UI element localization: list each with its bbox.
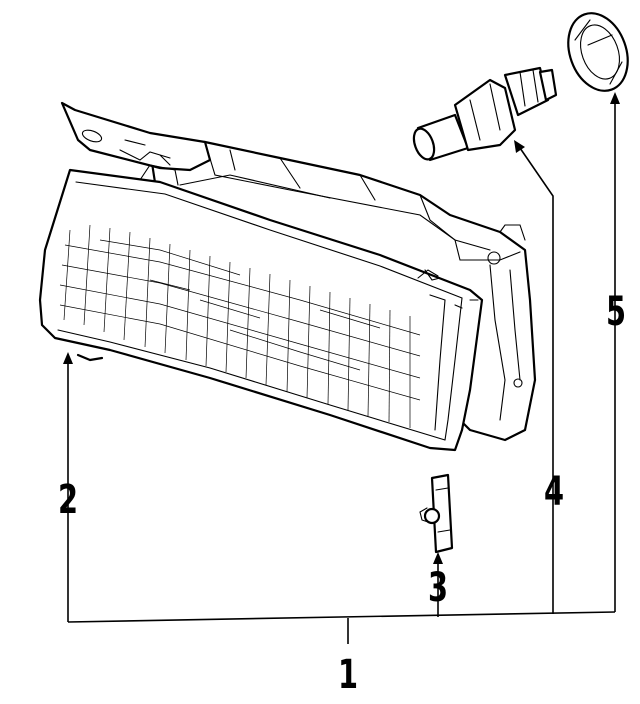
side-marker-bulb — [419, 473, 454, 554]
leader-lines — [63, 92, 620, 644]
headlamp-assembly — [38, 101, 537, 452]
headlamp-bulb — [412, 66, 558, 162]
bulb-socket-ring — [567, 12, 629, 92]
callout-2: 2 — [57, 477, 79, 523]
callout-4: 4 — [543, 469, 565, 515]
lens-pattern — [59, 224, 421, 428]
callout-3: 3 — [427, 565, 449, 611]
callout-1: 1 — [337, 652, 359, 698]
callout-5: 5 — [605, 289, 627, 335]
